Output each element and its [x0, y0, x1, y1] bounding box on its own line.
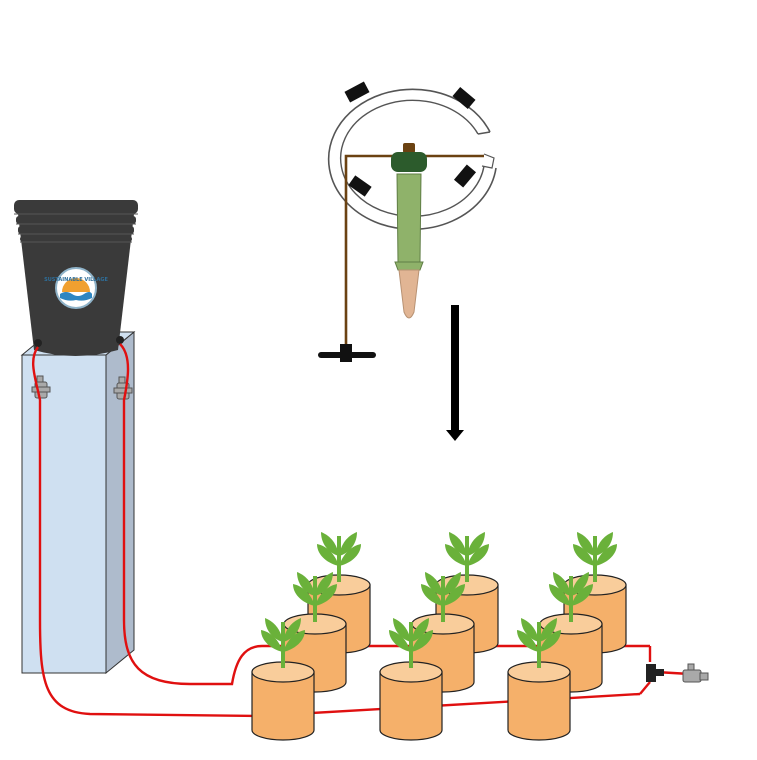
potted-plant-icon — [507, 661, 571, 741]
logo: SUSTAINABLE VILLAGE — [44, 267, 108, 309]
potted-plant-icon — [379, 661, 443, 741]
clamp-ring-icon — [327, 81, 497, 231]
logo-text: SUSTAINABLE VILLAGE — [44, 277, 108, 283]
down-arrow-icon — [446, 305, 464, 441]
tee-connector-icon — [318, 344, 376, 362]
potted-plant-icon — [251, 661, 315, 741]
feeder-line — [344, 154, 484, 348]
valve-icon — [682, 663, 709, 683]
potted-plant-grid — [251, 530, 627, 741]
dripper-icon — [391, 143, 427, 319]
tee-connector-icon — [646, 664, 664, 682]
